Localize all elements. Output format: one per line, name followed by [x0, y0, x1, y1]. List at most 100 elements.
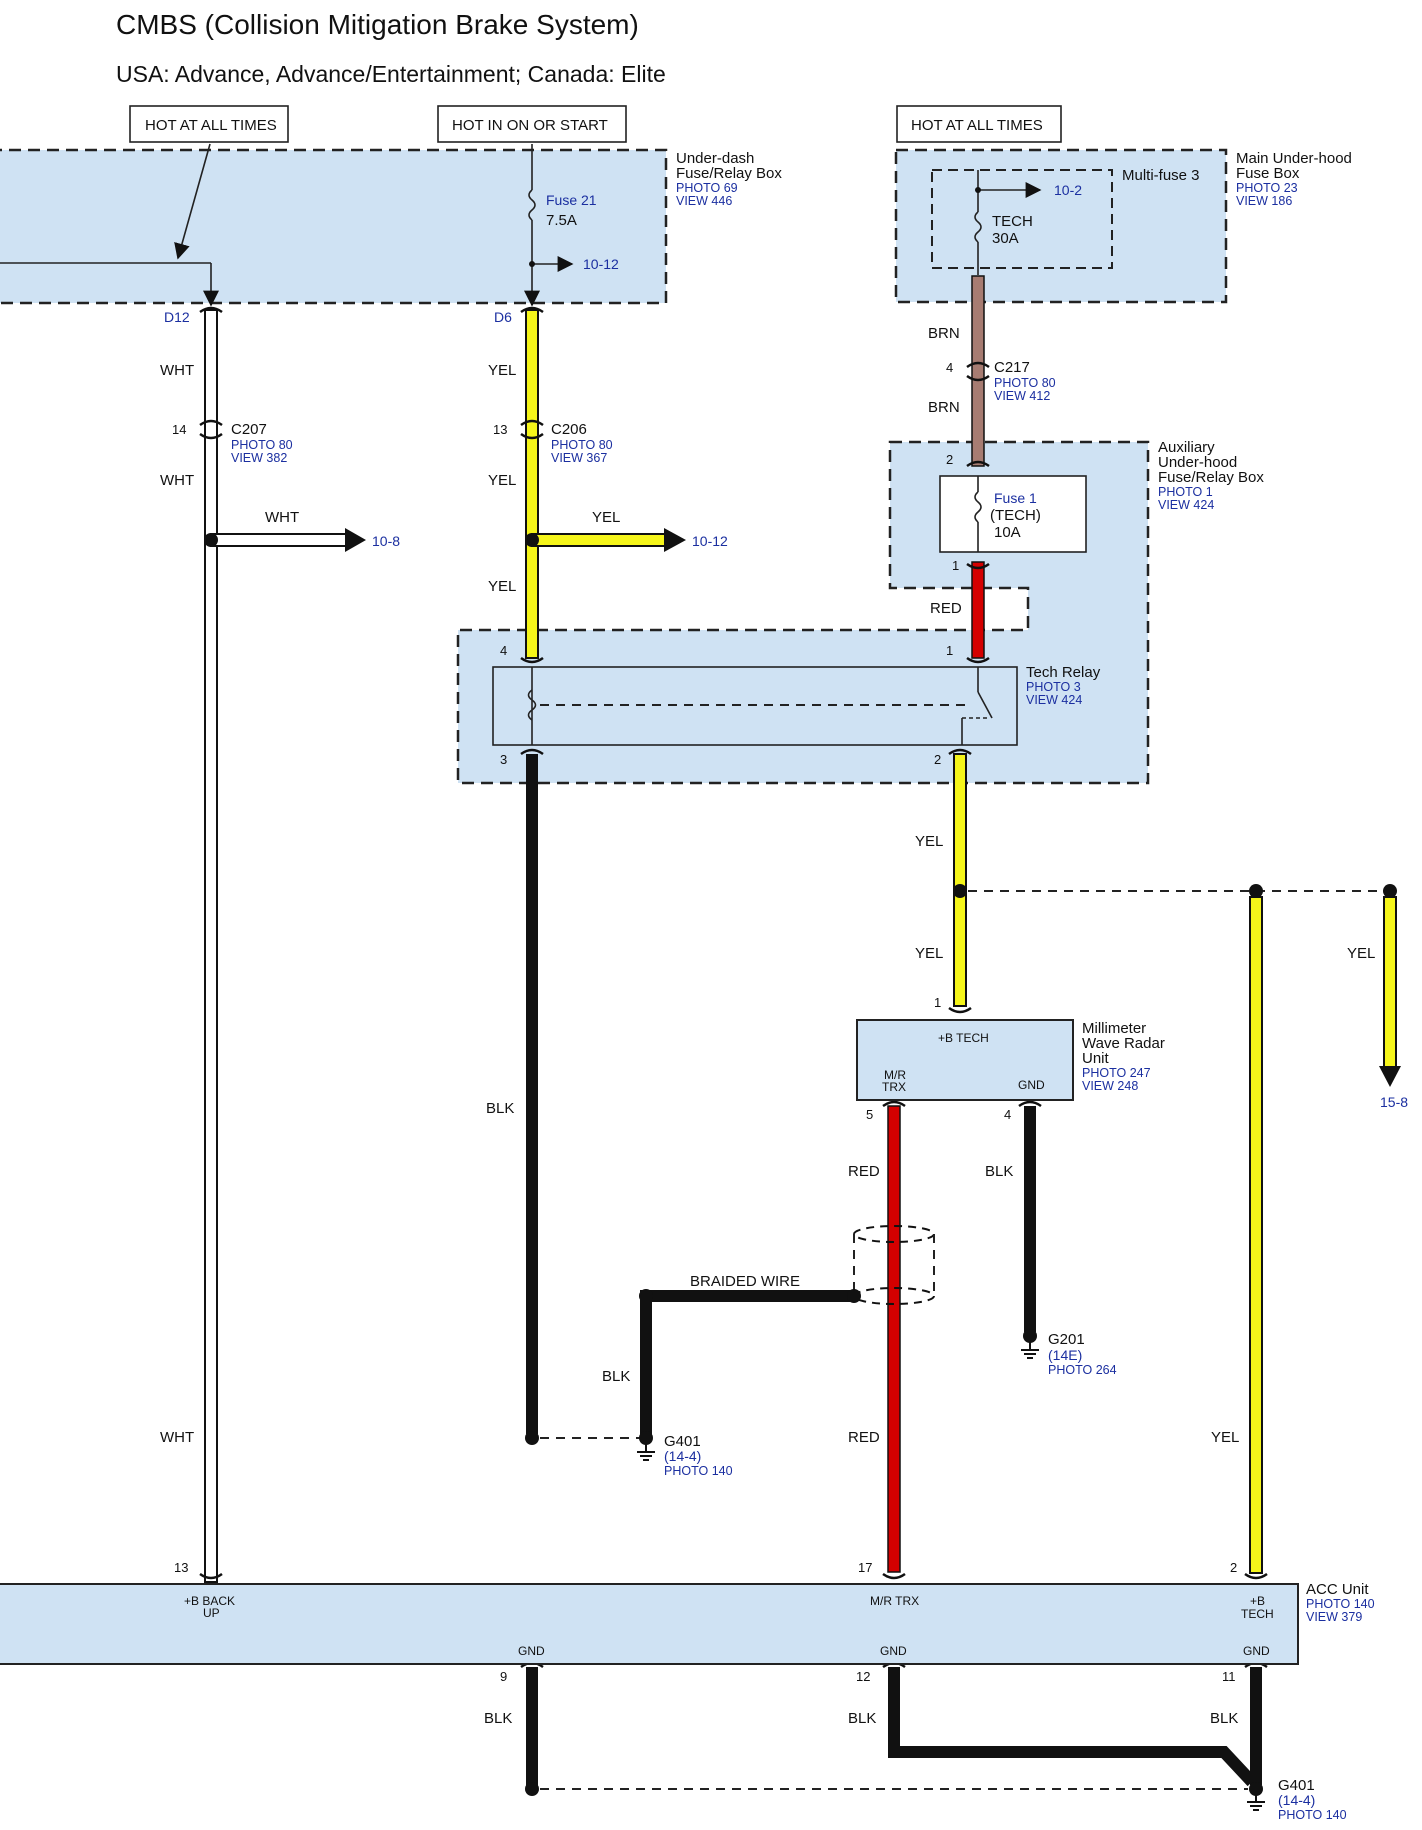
acc-term-tech2: TECH: [1241, 1607, 1274, 1621]
acc-term-backup1: +B BACK: [184, 1594, 235, 1608]
blk-wire-acc-gnd2: [888, 1667, 1257, 1787]
wht-branch-arrow: [345, 528, 366, 552]
tech-relay-photo: PHOTO 3: [1026, 680, 1081, 694]
relay-switch-blade: [977, 691, 993, 719]
red-wire-aux: [971, 561, 985, 659]
yel-label-4: YEL: [915, 833, 943, 850]
g201-name: G201: [1048, 1331, 1085, 1348]
c207-pin: 14: [172, 422, 186, 437]
g401b-dot: [1249, 1782, 1263, 1796]
c206-view: VIEW 367: [551, 451, 607, 465]
braided-wire-dot-right: [847, 1289, 861, 1303]
yel-wire-acc: [1249, 896, 1263, 1574]
radar-pin-gnd: 4: [1004, 1107, 1011, 1122]
g401a-ref: (14-4): [664, 1448, 701, 1464]
radar-pin-mr: 5: [866, 1107, 873, 1122]
blk-label-gnd1: BLK: [484, 1710, 512, 1727]
radar-unit-box: [856, 1019, 1074, 1101]
acc-gnd1: GND: [518, 1644, 545, 1658]
g401a-name: G401: [664, 1433, 701, 1450]
main-box-view: VIEW 186: [1236, 194, 1292, 208]
g401b-name: G401: [1278, 1777, 1315, 1794]
yel-label-5: YEL: [915, 945, 943, 962]
relay-pin-2: 2: [934, 752, 941, 767]
aux-name-1: Auxiliary: [1158, 439, 1215, 456]
yel-wire-right: [1383, 896, 1397, 1068]
fuse21-name: Fuse 21: [546, 192, 597, 208]
acc-pin-tech: 2: [1230, 1560, 1237, 1575]
aux-fuse-1-box: [939, 475, 1087, 553]
aux-fuse-symbol: [974, 491, 982, 523]
fuse21-ref: 10-12: [583, 256, 619, 272]
braided-wire-horizontal: [640, 1290, 854, 1302]
wht-label-1: WHT: [160, 362, 194, 379]
wht-wire-main: [204, 309, 218, 1583]
blk-wire-relay-ground: [526, 754, 538, 1434]
acc-gnd2: GND: [880, 1644, 907, 1658]
brn-wire: [971, 275, 985, 467]
c217-pin: 4: [946, 360, 953, 375]
tech-relay-name: Tech Relay: [1026, 664, 1101, 681]
radar-pin-b: 1: [934, 995, 941, 1010]
radar-photo: PHOTO 247: [1082, 1066, 1151, 1080]
g201-photo: PHOTO 264: [1048, 1363, 1117, 1377]
c206-photo: PHOTO 80: [551, 438, 613, 452]
c217-name: C217: [994, 359, 1030, 376]
relay-pin-3: 3: [500, 752, 507, 767]
radar-name-1: Millimeter: [1082, 1020, 1146, 1037]
blk-wire-end-dot: [525, 1431, 539, 1445]
blk-label-gnd3: BLK: [1210, 1710, 1238, 1727]
underdash-name-2: Fuse/Relay Box: [676, 165, 782, 182]
hot-at-all-times-label-1: HOT AT ALL TIMES: [145, 117, 277, 134]
radar-name-3: Unit: [1082, 1050, 1110, 1067]
aux-pin-bottom: 1: [952, 558, 959, 573]
relay-pin-4: 4: [500, 643, 507, 658]
hot-at-all-times-box-2: [896, 105, 1062, 143]
wht-branch-label: WHT: [265, 509, 299, 526]
c217-photo: PHOTO 80: [994, 376, 1056, 390]
acc-gnd3: GND: [1243, 1644, 1270, 1658]
yel-label-1: YEL: [488, 362, 516, 379]
braided-wire-vertical: [640, 1296, 652, 1436]
yel-splice-dot: [525, 533, 539, 547]
fuse21-rating: 7.5A: [546, 212, 577, 229]
fuse21-symbol: [528, 189, 536, 221]
brn-label-1: BRN: [928, 325, 960, 342]
g401b-photo: PHOTO 140: [1278, 1808, 1347, 1822]
yel-right-arrow: [1379, 1066, 1401, 1087]
c206-name: C206: [551, 421, 587, 438]
g401a-photo: PHOTO 140: [664, 1464, 733, 1478]
tech-30a-fuse-symbol: [974, 211, 982, 243]
aux-fuse-name: Fuse 1: [994, 490, 1037, 506]
braided-wire-label: BRAIDED WIRE: [690, 1273, 800, 1290]
main-box-ref: 10-2: [1054, 182, 1082, 198]
yel-wire-branch: [531, 533, 667, 547]
blk-wire-acc-gnd1: [526, 1667, 538, 1789]
yel-acc-splice-dot: [1249, 884, 1263, 898]
hot-in-on-or-start-label: HOT IN ON OR START: [452, 117, 608, 134]
acc-pin-gnd2: 12: [856, 1669, 870, 1684]
main-box-name-2: Fuse Box: [1236, 165, 1300, 182]
yel-label-right: YEL: [1347, 945, 1375, 962]
hot-label-leader: [174, 143, 211, 260]
relay-coil-symbol: [527, 689, 537, 721]
aux-view: VIEW 424: [1158, 498, 1214, 512]
acc-unit-box: [0, 1583, 1299, 1665]
hot-at-all-times-label-2: HOT AT ALL TIMES: [911, 117, 1043, 134]
aux-fuse-rating: 10A: [994, 524, 1021, 541]
blk-wire-acc-gnd3: [1250, 1667, 1262, 1785]
radar-term-mr2: TRX: [882, 1080, 906, 1094]
acc-pin-gnd3: 11: [1222, 1669, 1236, 1684]
underdash-fuse-box: [0, 148, 668, 305]
wht-splice-dot: [204, 533, 218, 547]
c206-pin: 13: [493, 422, 507, 437]
wht-wire-branch: [210, 533, 348, 547]
yel-label-3: YEL: [488, 578, 516, 595]
ref-10-12: 10-12: [692, 533, 728, 549]
acc-photo: PHOTO 140: [1306, 1597, 1375, 1611]
underdash-photo: PHOTO 69: [676, 181, 738, 195]
acc-pin-backup: 13: [174, 1560, 188, 1575]
main-box-photo: PHOTO 23: [1236, 181, 1298, 195]
main-underhood-fuse-box: [894, 148, 1228, 304]
acc-name: ACC Unit: [1306, 1581, 1369, 1598]
